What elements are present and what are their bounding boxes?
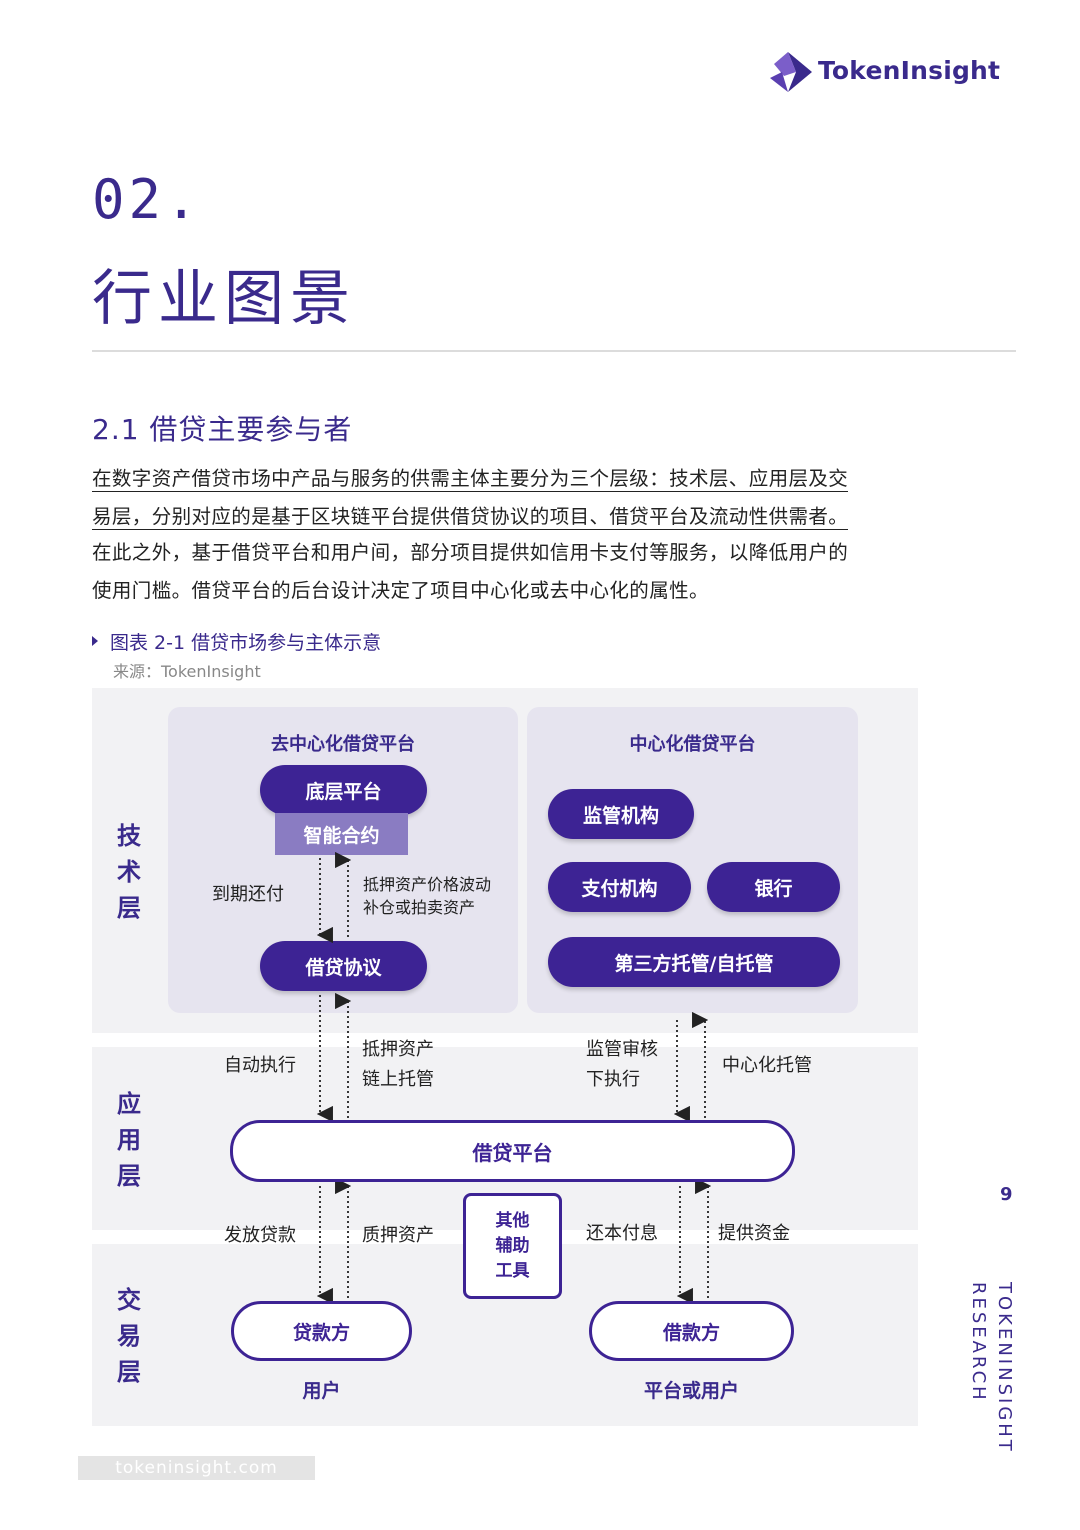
payment-institution-pill: 支付机构 [548, 862, 691, 912]
flow-label-exec: 下执行 [586, 1069, 640, 1090]
flow-label-pledge: 质押资产 [362, 1225, 434, 1246]
layer-label-tech: 技术层 [117, 822, 141, 922]
borrower-pill: 借款方 [589, 1301, 794, 1361]
lender-caption: 用户 [302, 1380, 341, 1402]
centralized-panel-title: 中心化借贷平台 [629, 734, 756, 755]
aux-tools-line-1: 其他 [495, 1210, 530, 1231]
paragraph-line-3: 在此之外，基于借贷平台和用户间，部分项目提供如信用卡支付等服务，以降低用户的 [92, 541, 849, 564]
decentralized-panel-title: 去中心化借贷平台 [271, 734, 415, 755]
footer-url: tokeninsight.com [78, 1456, 315, 1480]
aux-tools-line-2: 辅助 [495, 1235, 530, 1256]
custody-pill: 第三方托管/自托管 [548, 937, 840, 987]
layer-label-app: 应用层 [117, 1090, 141, 1190]
lending-platform-pill: 借贷平台 [230, 1120, 795, 1182]
lending-protocol-pill: 借贷协议 [260, 941, 427, 991]
flow-label-collateral: 抵押资产 [362, 1039, 434, 1060]
aux-tools-box: 其他 辅助 工具 [463, 1193, 562, 1299]
flow-label-collateral-volatility: 抵押资产价格波动 [363, 875, 492, 894]
paragraph-line-1: 在数字资产借贷市场中产品与服务的供需主体主要分为三个层级：技术层、应用层及交 [92, 467, 849, 492]
aux-tools-line-3: 工具 [495, 1260, 530, 1281]
brand-name: TokenInsight [818, 56, 1001, 85]
borrower-caption: 平台或用户 [643, 1380, 739, 1402]
bank-pill: 银行 [707, 862, 840, 912]
lender-pill: 贷款方 [231, 1301, 412, 1361]
flow-label-onchain-custody: 链上托管 [362, 1069, 434, 1090]
section-title: 2.1 借贷主要参与者 [92, 413, 353, 446]
caret-right-icon [92, 636, 98, 646]
regulator-pill: 监管机构 [548, 789, 694, 839]
flow-label-provide-funds: 提供资金 [718, 1223, 790, 1244]
flow-label-reg-review: 监管审核 [586, 1039, 658, 1060]
tokeninsight-logo-icon [770, 52, 812, 92]
flow-label-repay: 还本付息 [586, 1223, 658, 1244]
figure-title: 图表 2-1 借贷市场参与主体示意 [92, 628, 381, 655]
flow-label-top-up-or-auction: 补仓或拍卖资产 [363, 898, 476, 917]
chapter-title: 行业图景 [92, 264, 356, 334]
chapter-number: 02. [92, 168, 202, 231]
base-platform-pill: 底层平台 [260, 765, 427, 815]
vertical-brand: TOKENINSIGHT RESEARCH [964, 1282, 1024, 1472]
flow-label-central-custody: 中心化托管 [722, 1055, 812, 1076]
vertical-brand-line-2: RESEARCH [968, 1282, 989, 1403]
flow-label-issue-loan: 发放贷款 [224, 1225, 296, 1246]
vertical-brand-line-1: TOKENINSIGHT [994, 1282, 1015, 1454]
flow-label-auto-exec: 自动执行 [224, 1055, 296, 1076]
paragraph-line-2: 易层，分别对应的是基于区块链平台提供借贷协议的项目、借贷平台及流动性供需者。 [92, 505, 849, 530]
layer-label-trade: 交易层 [117, 1286, 141, 1386]
smart-contract-label: 智能合约 [275, 813, 408, 855]
figure-source: 来源：TokenInsight [113, 662, 261, 681]
page-number: 9 [1000, 1184, 1013, 1205]
flow-label-maturity-repay: 到期还付 [212, 884, 284, 905]
paragraph-line-4: 使用门槛。借贷平台的后台设计决定了项目中心化或去中心化的属性。 [92, 579, 709, 602]
brand-logo: TokenInsight [766, 48, 1026, 98]
divider [92, 350, 1016, 352]
